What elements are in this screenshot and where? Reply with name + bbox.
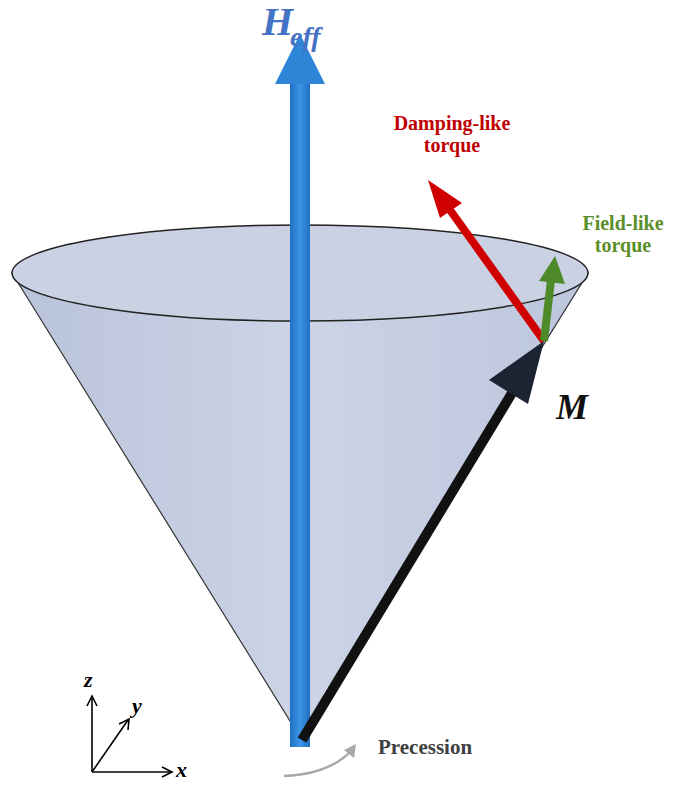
magnetization-arrowhead xyxy=(489,341,544,404)
damping-torque-arrow xyxy=(450,210,544,341)
axes xyxy=(87,696,172,777)
field-symbol: H xyxy=(262,0,293,44)
axis-label: y xyxy=(132,694,142,718)
field-torque-arrowhead xyxy=(539,256,565,284)
axis-label: z xyxy=(84,668,93,692)
axis-label: x xyxy=(176,758,187,782)
torque-label: Damping-like torque xyxy=(372,112,532,156)
field-subscript: eff xyxy=(290,22,321,53)
torque-label: Field-like torque xyxy=(564,212,682,256)
field-arrow xyxy=(290,80,310,747)
magnetization-arrow xyxy=(302,393,512,740)
damping-torque-arrowhead xyxy=(428,180,462,218)
motion-label: Precession xyxy=(378,736,472,759)
precession-arrow xyxy=(284,750,352,776)
vector-label: M xyxy=(556,388,588,428)
precession-arrowhead xyxy=(344,744,356,758)
field-torque-arrow xyxy=(544,280,551,341)
